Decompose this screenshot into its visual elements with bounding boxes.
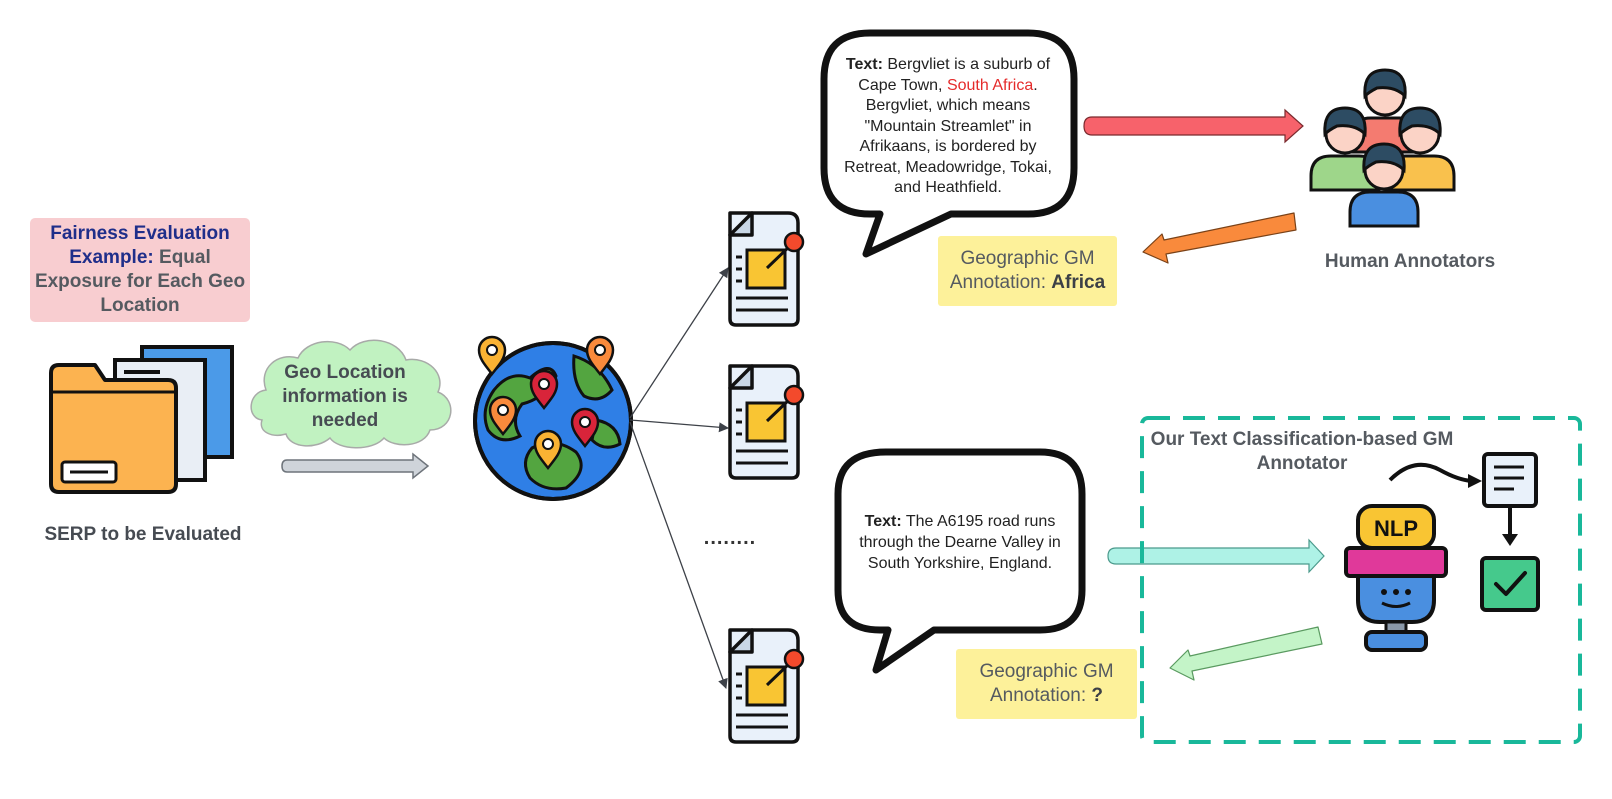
bubble2-text: Text: The A6195 road runs through the De… [850,511,1070,574]
connector-top [629,267,729,419]
document-icon [728,628,805,744]
annotation-1-line1: Geographic GM [960,248,1095,269]
speech-bubble-1 [820,29,1078,258]
annotation-1: Geographic GM Annotation: Africa [938,236,1117,306]
speech-bubble-2 [834,448,1086,674]
bubble1-text: Text: Bergvliet is a suburb of Cape Town… [832,55,1064,199]
annotation-1-value: Africa [1051,272,1106,293]
example-description: Equal Exposure for Each Geo Location [34,247,246,316]
annotation-2-label: Annotation: [989,685,1087,706]
connector-middle [629,419,729,433]
globe-icon [473,341,633,501]
red-arrow [1083,108,1304,144]
green-arrow [1169,626,1323,681]
annotation-2-line1: Geographic GM [979,661,1114,682]
people-icon [1309,68,1456,228]
document-icon [728,211,805,327]
document-icon [728,364,805,480]
bubble1-highlight: South Africa [946,76,1034,94]
cyan-arrow [1107,538,1325,574]
annotation-1-label: Annotation: [949,272,1046,293]
cloud-text: Geo Location information is needed [282,362,408,431]
bubble2-text-body: The A6195 road runs through the Dearne V… [859,513,1061,572]
cloud-shape [250,339,452,449]
serp-label: SERP to be Evaluated [44,524,242,545]
folder-icon [49,345,234,494]
annotation-2: Geographic GM Annotation: ? [956,649,1137,719]
svg-text:NLP: NLP [1374,516,1418,541]
connector-bottom [629,421,728,689]
orange-arrow [1142,212,1297,264]
gm-annotator-box [1140,416,1582,744]
example-title: Fairness Evaluation Example: [50,223,230,268]
bubble2-prefix: Text: [864,513,902,530]
ellipsis-dots: ........ [703,527,757,549]
annotation-2-value: ? [1091,685,1104,706]
bubble1-text-a: Bergvliet is a suburb of Cape Town, [858,56,1051,94]
bubble1-text-b: . Bergvliet, which means "Mountain Strea… [844,76,1052,197]
bubble1-prefix: Text: [845,56,883,73]
fairness-example-box: Fairness Evaluation Example: Equal Expos… [30,218,250,322]
checkmark-icon [1480,556,1540,612]
nlp-robot-icon: NLP [1344,452,1538,652]
human-annotators-label: Human Annotators [1324,251,1496,272]
gray-arrow [281,452,430,480]
gm-annotator-label: Our Text Classification-based GM Annotat… [1150,429,1454,474]
